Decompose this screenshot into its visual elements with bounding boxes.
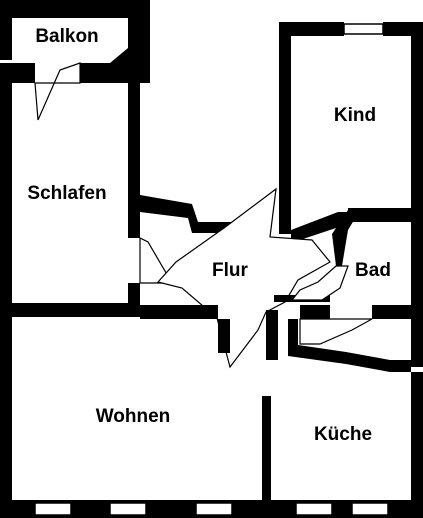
room-label-kueche: Küche — [314, 424, 372, 445]
room-label-balkon: Balkon — [35, 26, 98, 47]
room-label-bad: Bad — [355, 260, 391, 281]
window — [34, 502, 72, 516]
room-label-kind: Kind — [334, 105, 376, 126]
balkon-door-swing — [34, 62, 81, 121]
room-label-wohnen: Wohnen — [96, 406, 171, 427]
kueche-door-swing — [299, 318, 373, 345]
schlafen-walls — [0, 63, 140, 318]
window — [295, 502, 333, 516]
windows — [34, 502, 389, 516]
interior-walls — [0, 305, 411, 518]
room-label-schlafen: Schlafen — [27, 183, 106, 204]
kind-walls — [279, 22, 423, 240]
room-label-flur: Flur — [212, 260, 248, 281]
window — [195, 502, 233, 516]
window — [351, 502, 389, 516]
flur-top-wall — [140, 195, 238, 233]
kind-window — [343, 23, 384, 35]
bad-door-swing — [290, 265, 349, 301]
window — [109, 502, 147, 516]
